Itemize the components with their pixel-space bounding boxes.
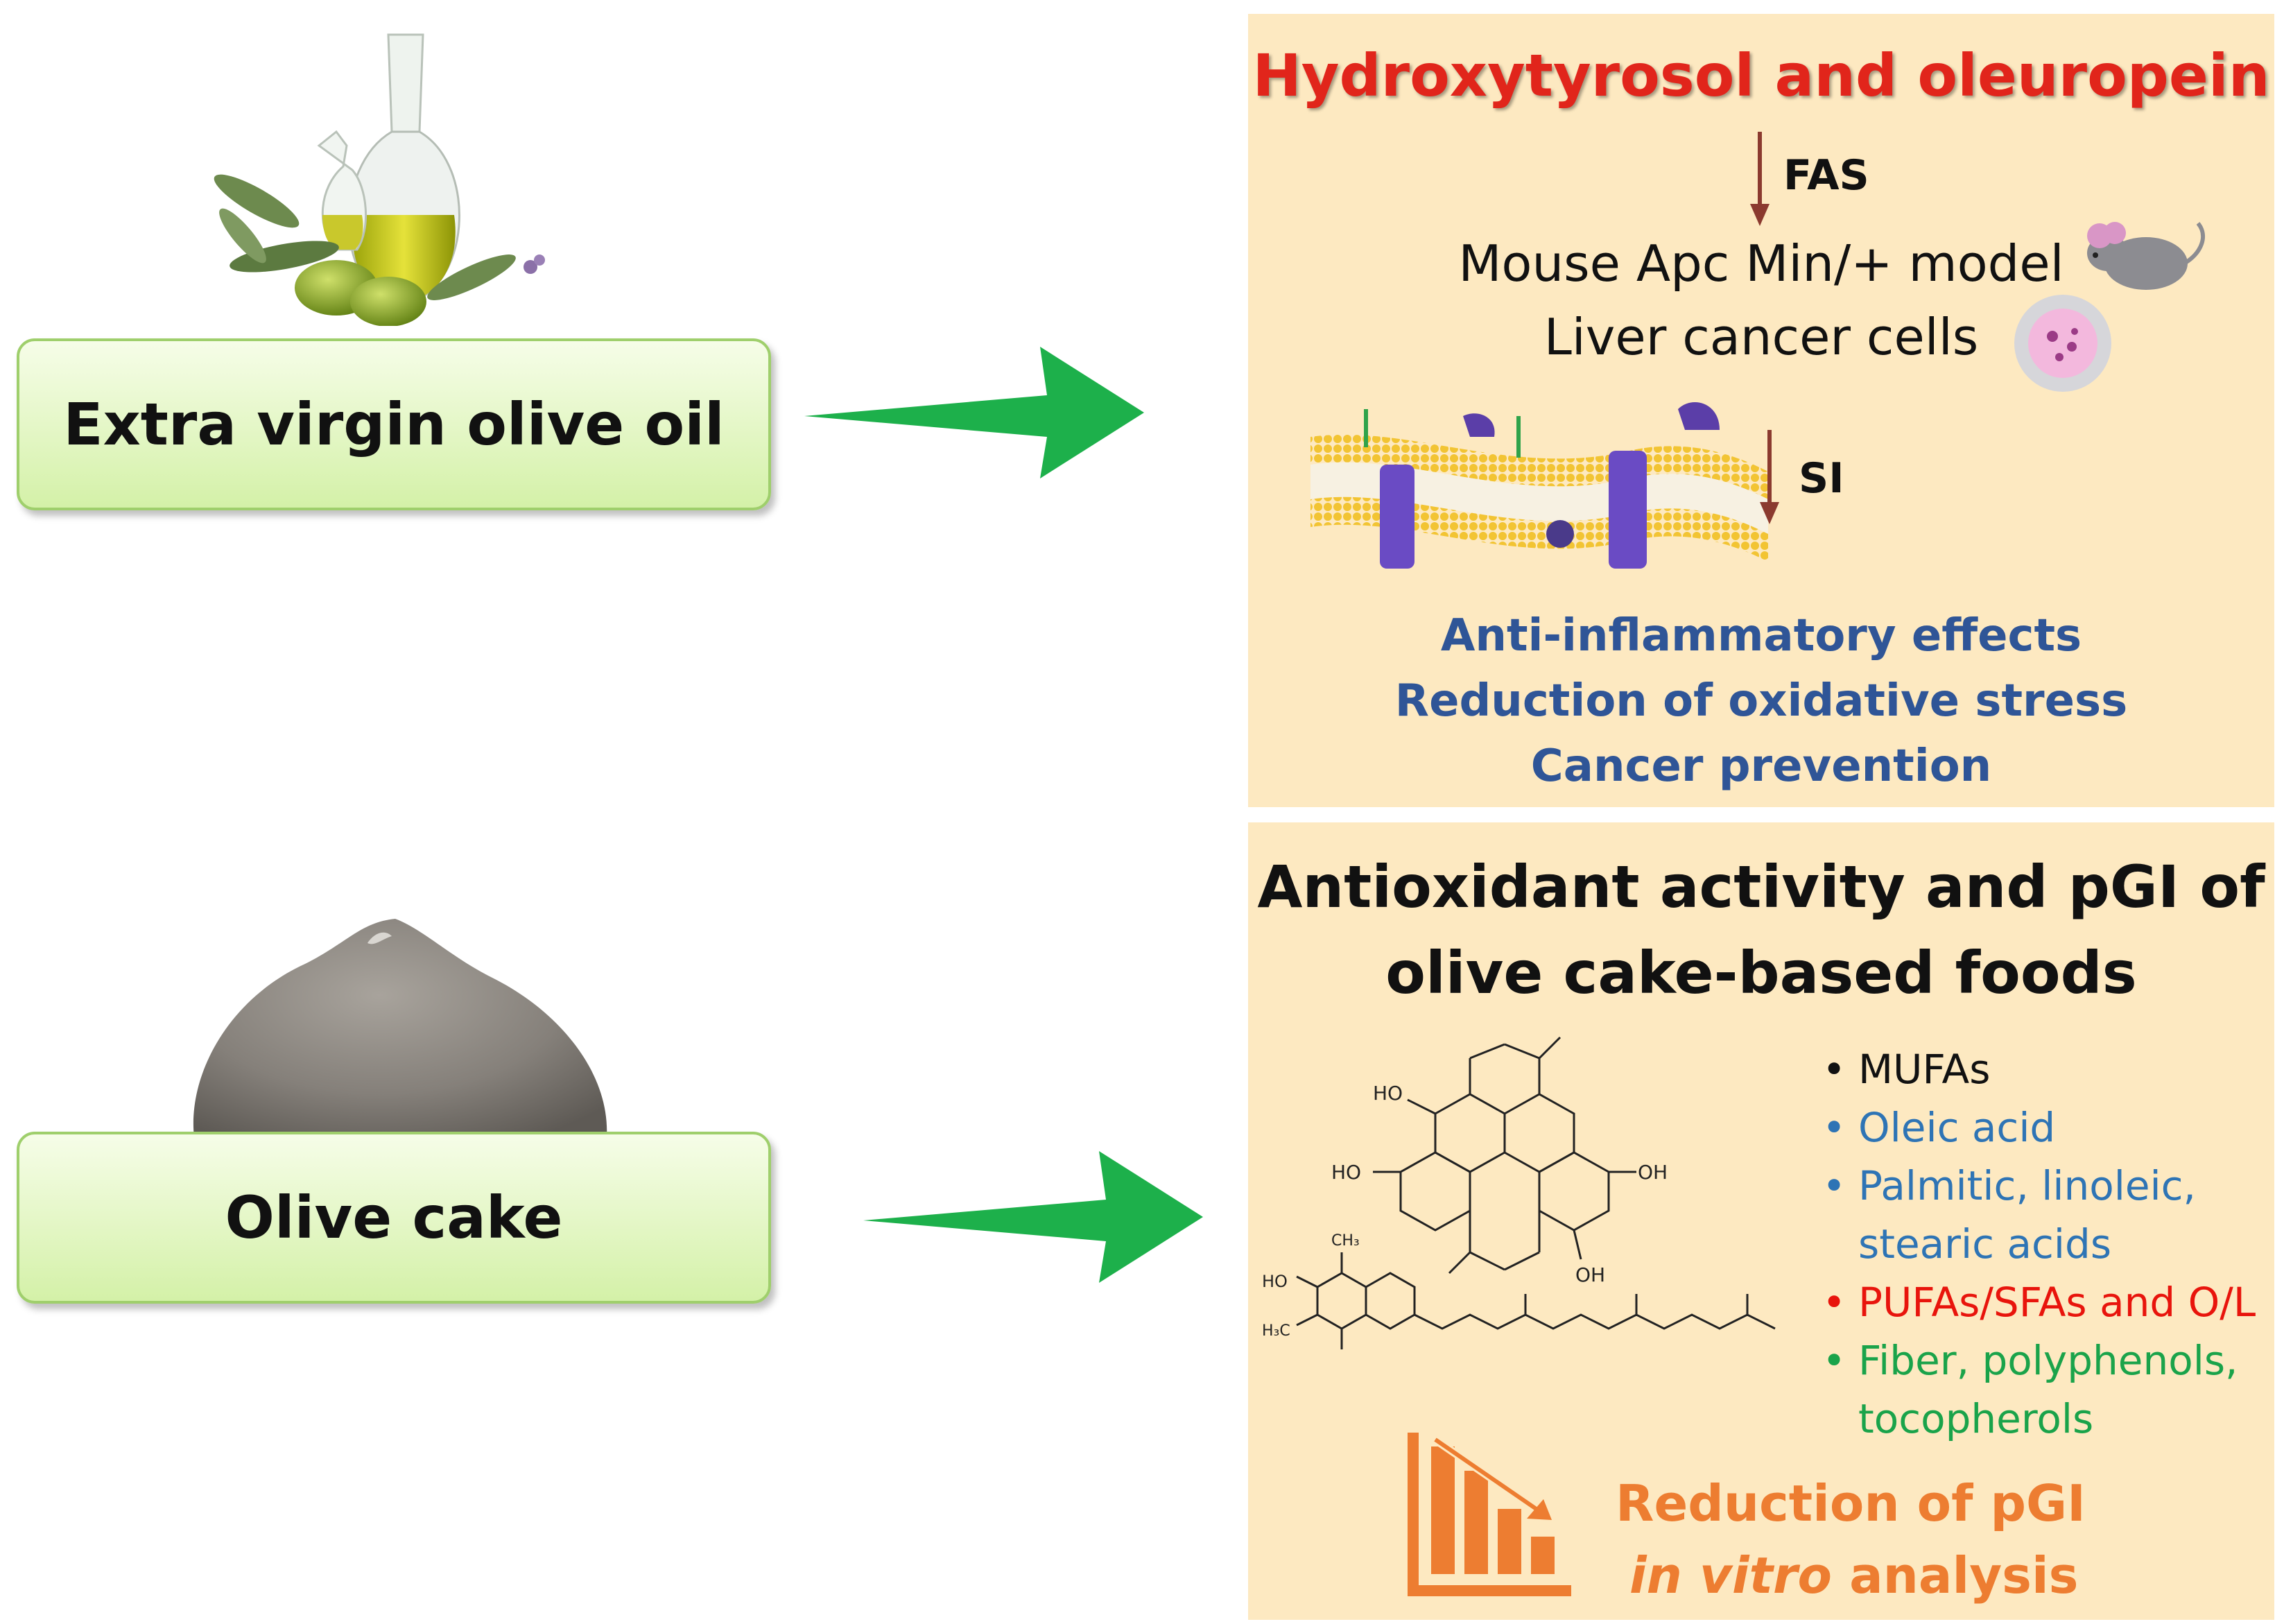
cancer-cell-icon xyxy=(2014,295,2111,392)
declining-bar-chart-icon xyxy=(1408,1433,1571,1596)
extra-virgin-olive-oil-label: Extra virgin olive oil xyxy=(63,390,725,458)
olive-cake-box: Olive cake xyxy=(17,1132,771,1304)
effect-cancer-prevention: Cancer prevention xyxy=(1530,741,1992,792)
bullet-item: •Fiber, polyphenols, xyxy=(1822,1337,2238,1384)
top-green-arrow xyxy=(804,347,1144,478)
effect-oxidative-stress: Reduction of oxidative stress xyxy=(1394,675,2128,727)
chem-oh-2: OH xyxy=(1575,1263,1605,1286)
analysis-text: analysis xyxy=(1832,1546,2079,1605)
antioxidant-title-line2: olive cake-based foods xyxy=(1385,939,2137,1007)
reduction-pgi-line2: in vitro analysis xyxy=(1629,1546,2079,1605)
olive-oil-jar-image xyxy=(214,33,545,326)
bottom-green-arrow xyxy=(863,1151,1203,1283)
bullet-item: •PUFAs/SFAs and O/L xyxy=(1822,1279,2256,1326)
tocopherol-structure: HO CH₃ H₃C xyxy=(1262,1232,1776,1349)
bullet-item: •Oleic acid xyxy=(1822,1104,2056,1151)
chem-ho-3: HO xyxy=(1262,1272,1288,1291)
fas-label: FAS xyxy=(1783,151,1869,200)
bullet-item: •MUFAs xyxy=(1822,1046,1991,1093)
liver-cancer-cells-text: Liver cancer cells xyxy=(1543,308,1979,366)
olive-cake-label: Olive cake xyxy=(225,1184,563,1252)
fas-down-arrow xyxy=(1750,132,1770,226)
mouse-icon xyxy=(2087,222,2206,290)
olive-cake-powder-image xyxy=(193,919,607,1137)
chem-ho-1: HO xyxy=(1373,1082,1403,1105)
ellagic-acid-structure: HO HO OH OH xyxy=(1331,1036,1668,1286)
mouse-model-text: Mouse Apc Min/+ model xyxy=(1458,234,2064,293)
chem-ch3: CH₃ xyxy=(1331,1232,1360,1250)
chem-ho-2: HO xyxy=(1331,1161,1361,1184)
in-vitro-italic: in vitro xyxy=(1629,1546,1833,1605)
si-down-arrow xyxy=(1760,430,1779,524)
reduction-pgi-line1: Reduction of pGI xyxy=(1616,1474,2086,1532)
si-label: SI xyxy=(1799,454,1844,503)
bullet-item-continuation: stearic acids xyxy=(1858,1220,2112,1268)
chem-h3c: H₃C xyxy=(1262,1322,1290,1340)
hydroxytyrosol-title: Hydroxytyrosol and oleuropein xyxy=(1252,42,2270,110)
antioxidant-title-line1: Antioxidant activity and pGI of xyxy=(1257,853,2265,921)
extra-virgin-olive-oil-box: Extra virgin olive oil xyxy=(17,338,771,510)
olive-cake-panel: Antioxidant activity and pGI of olive ca… xyxy=(1248,822,2274,1620)
chem-oh-1: OH xyxy=(1638,1161,1668,1184)
effect-anti-inflammatory: Anti-inflammatory effects xyxy=(1440,610,2082,662)
cell-membrane-image xyxy=(1310,402,1768,569)
hydroxytyrosol-panel: Hydroxytyrosol and oleuropein FAS Mouse … xyxy=(1248,14,2274,807)
bullet-item-continuation: tocopherols xyxy=(1858,1395,2094,1442)
fatty-acid-bullet-list: •MUFAs •Oleic acid •Palmitic, linoleic, … xyxy=(1817,1040,2256,1448)
bullet-item: •Palmitic, linoleic, xyxy=(1822,1162,2196,1209)
